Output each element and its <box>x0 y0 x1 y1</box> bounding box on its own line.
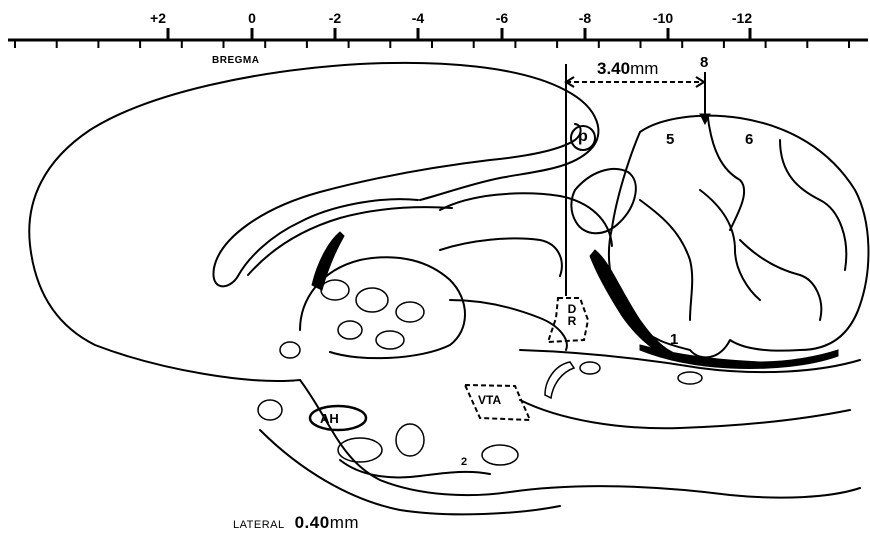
ruler-label: -4 <box>412 10 424 26</box>
annotations <box>566 64 710 296</box>
dark-tract-base <box>640 345 838 369</box>
dr-label: DR <box>565 303 579 327</box>
lateral-text: LATERAL <box>233 519 285 531</box>
ruler-label: 0 <box>248 10 256 26</box>
distance-unit: mm <box>630 59 658 78</box>
cortex-outline <box>29 63 598 381</box>
p-label: p <box>578 128 588 146</box>
ruler-label: -12 <box>732 10 752 26</box>
two-label: 2 <box>461 456 467 468</box>
pons-line <box>520 400 850 428</box>
distance-label: 3.40mm <box>597 59 658 79</box>
ruler-label: -2 <box>329 10 341 26</box>
lobule-6-label: 6 <box>745 131 753 148</box>
nucleus-shape <box>482 445 518 465</box>
ventral-line <box>260 430 560 514</box>
colliculus-outline <box>571 169 635 233</box>
nucleus-shape <box>338 321 362 339</box>
cerebellum-fissure-3 <box>640 200 692 320</box>
nucleus-shape <box>678 372 702 384</box>
fornix-line <box>248 207 452 275</box>
nucleus-shape <box>356 288 388 312</box>
bregma-label: BREGMA <box>212 55 259 66</box>
nucleus-shape <box>376 331 404 349</box>
ruler-ticks <box>15 28 849 48</box>
tract-curve <box>545 362 574 398</box>
lobule-1-label: 1 <box>670 331 678 348</box>
brainstem-outline <box>300 380 860 498</box>
cerebellum-fissure-2 <box>780 140 846 270</box>
lobule-5-label: 5 <box>666 131 674 148</box>
lobule-8-label: 8 <box>700 54 708 71</box>
cerebellum-fissure-1 <box>708 118 744 230</box>
ruler-label: -10 <box>653 10 673 26</box>
ah-label: AH <box>320 411 339 426</box>
cerebellum-fissure-5 <box>700 190 760 300</box>
nuclei <box>258 280 702 465</box>
corpus-callosum <box>213 124 580 286</box>
cerebellum-fissure-4 <box>740 240 821 320</box>
distance-value: 3.40 <box>597 59 630 78</box>
ruler-label: +2 <box>150 10 166 26</box>
nucleus-shape <box>321 280 349 300</box>
nucleus-shape <box>580 362 600 374</box>
nucleus-shape <box>396 424 424 456</box>
lateral-unit: mm <box>330 513 359 532</box>
nucleus-shape <box>280 342 300 358</box>
ruler-label: -8 <box>579 10 591 26</box>
nucleus-shape <box>396 302 424 322</box>
lateral-label: LATERAL 0.40mm <box>233 513 359 533</box>
lateral-value: 0.40 <box>295 513 330 532</box>
ruler-label: -6 <box>496 10 508 26</box>
brain-outline <box>29 63 868 515</box>
vta-label: VTA <box>478 393 501 407</box>
cerebellum-outline <box>609 116 869 358</box>
dr-label-bottom: R <box>568 314 577 328</box>
ruler <box>8 28 868 48</box>
nucleus-shape <box>258 400 282 420</box>
internal-capsule <box>440 238 562 276</box>
